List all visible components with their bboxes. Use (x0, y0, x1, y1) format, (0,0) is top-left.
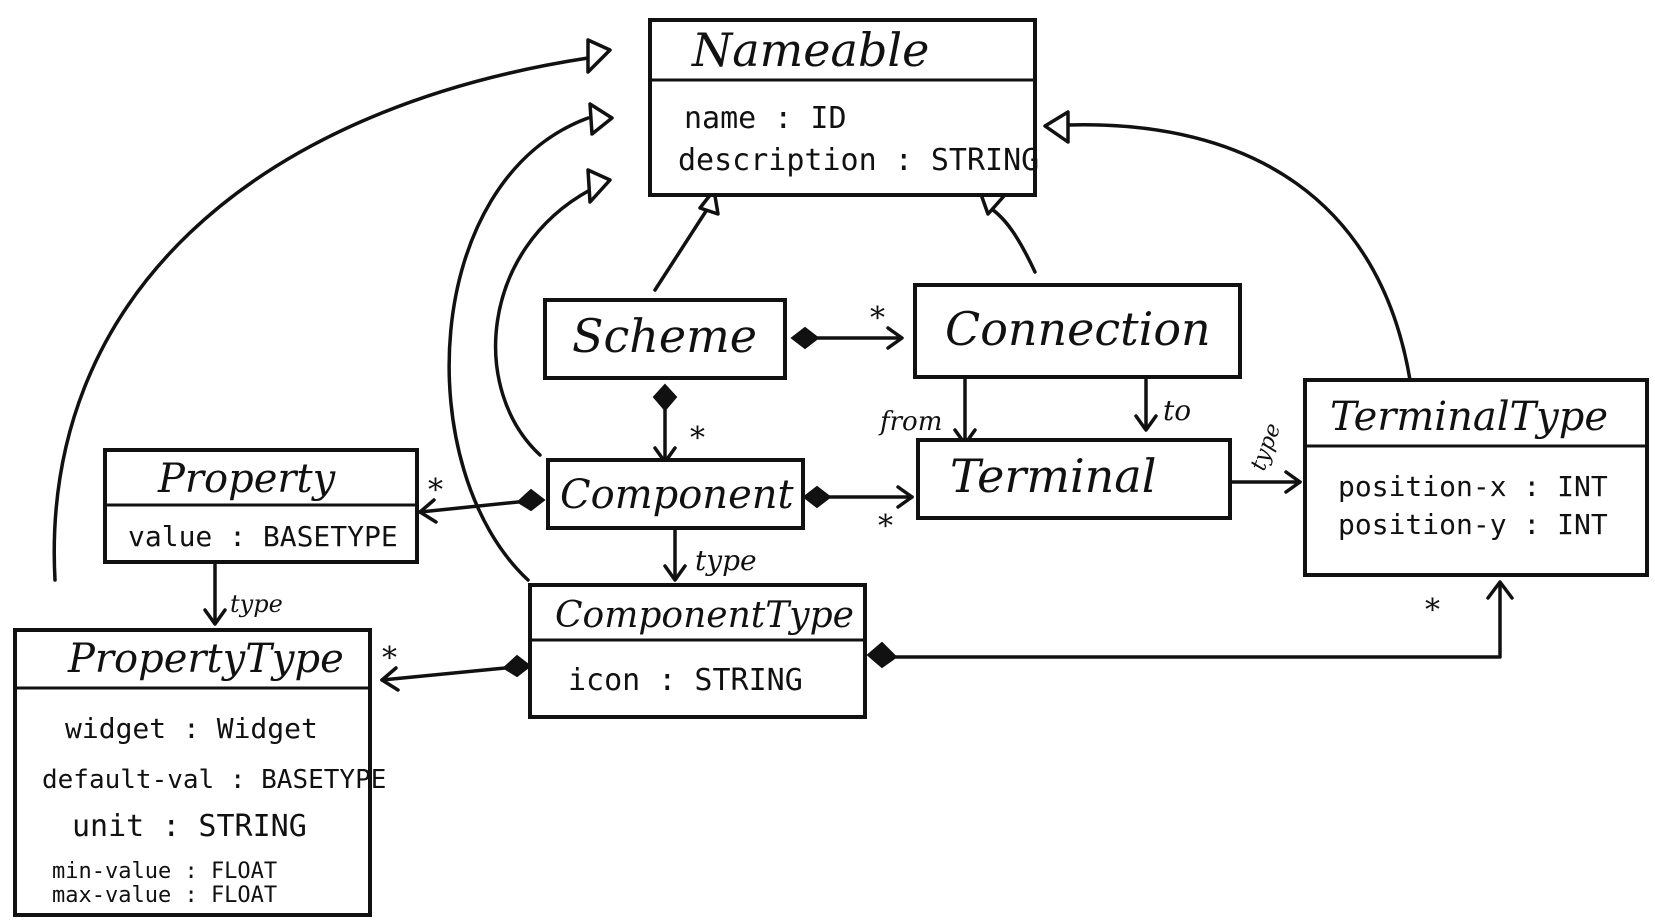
class-attribute: position-y : INT (1338, 508, 1608, 541)
class-terminal[interactable]: Terminal (916, 438, 1232, 520)
class-name: PropertyType (67, 636, 344, 682)
class-name: ComponentType (555, 595, 854, 636)
class-name: Property (157, 456, 337, 502)
generalization-arrowhead (1043, 110, 1070, 144)
composition-diamond (790, 326, 820, 350)
componenttype-terminaltype-line (894, 583, 1502, 659)
class-connection[interactable]: Connection (913, 283, 1242, 379)
arrow-head (1486, 580, 1514, 600)
class-name: Terminal (950, 449, 1156, 503)
multiplicity-label: * (1425, 593, 1440, 628)
multiplicity-label: * (690, 421, 705, 456)
generalization-arrowhead (586, 38, 612, 74)
role-label-to: to (1163, 394, 1191, 427)
class-attribute: widget : Widget (65, 712, 318, 745)
class-attribute: value : BASETYPE (128, 520, 398, 553)
connection-generalization-line (983, 203, 1037, 274)
class-attribute: min-value : FLOAT (52, 859, 277, 884)
multiplicity-label: * (428, 473, 443, 508)
role-label-type: type (695, 544, 757, 577)
generalization-arrowhead (586, 168, 612, 204)
class-component-type[interactable]: ComponentType icon : STRING (528, 583, 867, 719)
terminaltype-generalization-line (1066, 123, 1412, 382)
class-terminal-type[interactable]: TerminalType position-x : INT position-y… (1303, 378, 1649, 577)
class-component[interactable]: Component (546, 458, 805, 530)
component-generalization-line (447, 116, 590, 582)
class-attribute: default-val : BASETYPE (42, 765, 386, 795)
composition-diamond (502, 654, 532, 678)
class-attribute: icon : STRING (568, 663, 803, 698)
composition-diamond (652, 383, 678, 412)
composition-diamond (802, 485, 832, 509)
arrow-head (1134, 414, 1158, 432)
component-property-line (418, 500, 520, 514)
arrow-head (203, 608, 227, 626)
role-label-from: from (878, 407, 942, 437)
arrow-head (1284, 470, 1302, 494)
class-name: Connection (945, 302, 1211, 356)
class-name: TerminalType (1330, 394, 1608, 440)
class-nameable[interactable]: Nameable name : ID description : STRING (648, 18, 1039, 197)
composition-diamond (866, 641, 898, 669)
class-attribute: position-x : INT (1338, 470, 1608, 503)
class-property-type[interactable]: PropertyType widget : Widget default-val… (13, 628, 386, 917)
class-scheme[interactable]: Scheme (543, 298, 787, 380)
propertytype-generalization-line (52, 56, 590, 582)
arrow-head (663, 564, 687, 582)
composition-diamond (516, 488, 546, 512)
role-label-type: type (1246, 420, 1286, 474)
arrow-head (886, 326, 904, 350)
componenttype-propertytype-line (380, 666, 507, 682)
class-attribute: max-value : FLOAT (52, 883, 277, 908)
class-attribute: description : STRING (678, 143, 1039, 178)
class-attribute: name : ID (684, 101, 847, 136)
componenttype-generalization-line (493, 188, 592, 457)
multiplicity-label: * (870, 301, 885, 336)
role-label-type: type (230, 590, 283, 618)
class-attribute: unit : STRING (72, 809, 307, 844)
arrow-head (896, 485, 914, 509)
arrow-head (418, 498, 438, 524)
generalization-arrowhead (588, 102, 614, 136)
multiplicity-label: * (878, 509, 893, 544)
class-property[interactable]: Property value : BASETYPE (103, 448, 419, 564)
arrow-head (380, 666, 400, 692)
class-name: Scheme (572, 309, 757, 363)
class-name: Nameable (691, 23, 929, 77)
class-name: Component (560, 472, 795, 518)
scheme-generalization-line (653, 206, 710, 292)
multiplicity-label: * (382, 641, 397, 676)
